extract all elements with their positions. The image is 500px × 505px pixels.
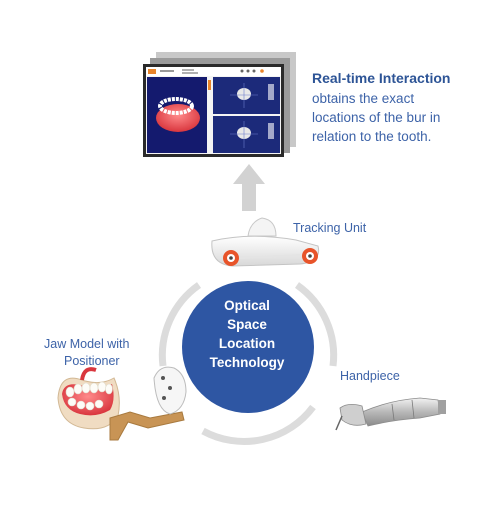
- center-line-4: Technology: [209, 355, 285, 370]
- tracking-unit-image: [211, 217, 320, 267]
- jaw-model-image: [57, 366, 187, 441]
- jaw-model-label-line1: Jaw Model with: [44, 337, 130, 351]
- handpiece-label: Handpiece: [340, 369, 400, 383]
- realtime-line-2: locations of the bur in: [312, 110, 441, 125]
- arrow-up-icon: [233, 164, 265, 211]
- center-line-1: Optical: [224, 298, 270, 313]
- center-line-3: Location: [218, 336, 276, 351]
- center-line-2: Space: [227, 317, 267, 332]
- jaw-model-label-line2: Positioner: [64, 354, 120, 368]
- software-screen: [143, 52, 296, 157]
- cycle-ring: [158, 282, 338, 445]
- realtime-line-3: relation to the tooth.: [312, 129, 432, 144]
- handpiece-image: [335, 397, 446, 431]
- realtime-line-1: obtains the exact: [312, 91, 415, 106]
- center-circle: [182, 281, 314, 413]
- realtime-title: Real-time Interaction: [312, 70, 451, 86]
- realtime-description: obtains the exact locations of the bur i…: [312, 89, 492, 146]
- tracking-unit-label: Tracking Unit: [293, 221, 367, 235]
- center-title: Optical Space Location Technology: [182, 296, 312, 372]
